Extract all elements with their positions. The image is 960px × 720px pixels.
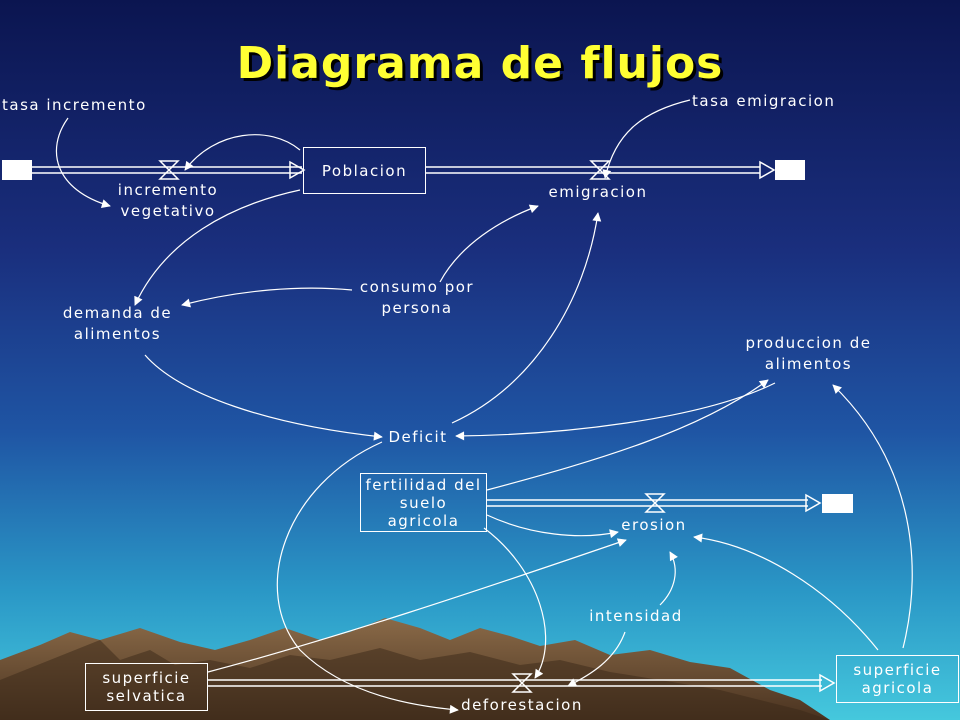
stock-selvatica-label-line2: selvatica [106, 687, 187, 705]
deforestacion-valve-icon [511, 673, 533, 693]
flow-erosion[interactable]: erosion [621, 516, 687, 534]
var-tasa-incremento[interactable]: tasa incremento [2, 96, 147, 114]
causal-links [55, 99, 913, 714]
erosion-valve-icon [644, 493, 666, 513]
sink-cloud-emigracion [775, 160, 805, 180]
var-demanda-de-alimentos[interactable]: demanda de alimentos [55, 303, 180, 345]
emigracion-outflow-pipe [426, 166, 760, 174]
flow-incremento-label-line1: incremento [117, 181, 219, 199]
stock-selvatica-label-line1: superficie [102, 669, 191, 687]
deforestacion-pipe [208, 679, 822, 687]
flow-incremento-label-line2: vegetativo [120, 202, 216, 220]
var-produccion-label-line2: alimentos [764, 355, 853, 373]
stock-fertilidad-label-line2: suelo [399, 493, 448, 512]
page-title: Diagrama de flujos [236, 38, 724, 89]
emigracion-valve-icon [589, 160, 611, 180]
stock-fertilidad-suelo-agricola[interactable]: fertilidad del suelo agricola [360, 473, 487, 532]
stock-agricola-label-line2: agricola [861, 679, 934, 697]
stock-fertilidad-label-line1: fertilidad del [365, 475, 482, 494]
sink-cloud-erosion [822, 494, 853, 513]
stock-superficie-selvatica[interactable]: superficie selvatica [85, 663, 208, 711]
flow-emigracion[interactable]: emigracion [548, 183, 648, 201]
var-demanda-label-line1: demanda de [62, 304, 173, 322]
var-consumo-label-line2: persona [381, 299, 453, 317]
flow-deforestacion[interactable]: deforestacion [461, 696, 583, 714]
stock-poblacion[interactable]: Poblacion [303, 147, 426, 194]
stock-superficie-agricola[interactable]: superficie agricola [836, 655, 959, 703]
flow-incremento-vegetativo[interactable]: incremento vegetativo [112, 180, 224, 222]
var-demanda-label-line2: alimentos [73, 325, 162, 343]
var-produccion-de-alimentos[interactable]: produccion de alimentos [736, 333, 881, 375]
var-intensidad[interactable]: intensidad [589, 607, 683, 625]
var-consumo-label-line1: consumo por [359, 278, 475, 296]
stock-poblacion-label: Poblacion [321, 161, 408, 180]
incremento-valve-icon [158, 160, 180, 180]
source-cloud-poblacion [2, 160, 32, 180]
stock-agricola-label-line1: superficie [853, 661, 942, 679]
erosion-pipe [487, 499, 808, 507]
var-produccion-label-line1: produccion de [745, 334, 872, 352]
var-consumo-por-persona[interactable]: consumo por persona [352, 277, 482, 319]
stock-fertilidad-label-line3: agricola [387, 511, 460, 530]
var-tasa-emigracion[interactable]: tasa emigracion [692, 92, 836, 110]
var-deficit[interactable]: Deficit [388, 428, 448, 446]
